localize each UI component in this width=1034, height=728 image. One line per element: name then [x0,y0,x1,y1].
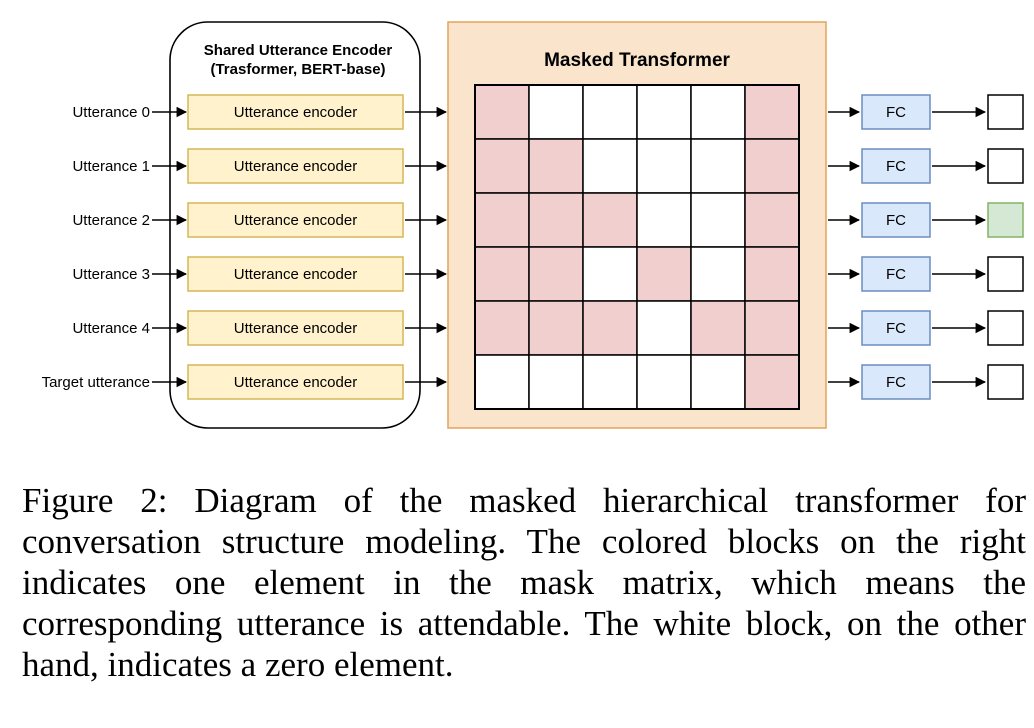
mask-cell-zero [582,84,638,140]
output-block-highlighted [987,202,1024,238]
diagram: Shared Utterance Encoder (Trasformer, BE… [42,21,1024,429]
mask-cell-attendable [474,300,530,356]
mask-cell-attendable [528,246,584,302]
utterance-encoder-label: Utterance encoder [234,104,357,121]
utterance-encoder-box [187,364,404,400]
utterance-encoder-box [187,202,404,238]
fc-box [861,94,931,130]
mask-cell-zero [582,246,638,302]
utterance-encoder-label: Utterance encoder [234,320,357,337]
mask-cell-zero [636,354,692,410]
input-label: Utterance 1 [72,158,150,175]
input-label: Utterance 4 [72,320,150,337]
fc-label: FC [886,212,906,229]
mask-matrix-border [474,84,800,410]
mask-cell-zero [690,138,746,194]
input-label: Utterance 2 [72,212,150,229]
mask-cell-attendable [744,354,800,410]
mask-cell-attendable [744,138,800,194]
fc-box [861,364,931,400]
fc-box [861,310,931,346]
mask-cell-attendable [474,138,530,194]
mask-cell-attendable [582,192,638,248]
output-block [987,148,1024,184]
output-block [987,94,1024,130]
mask-cell-attendable [744,246,800,302]
utterance-encoder-box [187,310,404,346]
shared-encoder-subtitle: (Trasformer, BERT-base) [210,61,385,78]
mask-cell-attendable [474,192,530,248]
mask-cell-zero [690,192,746,248]
mask-cell-zero [636,138,692,194]
mask-cell-zero [528,354,584,410]
mask-cell-zero [582,138,638,194]
utterance-encoder-label: Utterance encoder [234,266,357,283]
fc-box [861,148,931,184]
mask-cell-zero [690,354,746,410]
input-label: Utterance 3 [72,266,150,283]
mask-cell-attendable [744,84,800,140]
input-label: Target utterance [42,374,150,391]
mask-cell-attendable [636,246,692,302]
fc-label: FC [886,104,906,121]
mask-cell-attendable [744,192,800,248]
mask-cell-zero [582,354,638,410]
utterance-encoder-label: Utterance encoder [234,158,357,175]
mask-cell-attendable [528,138,584,194]
mask-cell-zero [528,84,584,140]
mask-cell-attendable [744,300,800,356]
fc-box [861,202,931,238]
mask-cell-attendable [528,300,584,356]
fc-label: FC [886,374,906,391]
utterance-encoder-box [187,148,404,184]
outputs-layer: FC FC FC FC FC FC [828,94,1024,400]
output-block [987,256,1024,292]
mask-matrix [474,84,800,410]
output-block [987,310,1024,346]
mask-cell-attendable [474,84,530,140]
figure-caption: Figure 2: Diagram of the masked hierarch… [22,481,1026,684]
mask-cell-attendable [582,300,638,356]
utterance-encoder-box [187,256,404,292]
mask-cell-attendable [528,192,584,248]
shared-encoder-title: Shared Utterance Encoder [204,42,393,59]
mask-cell-zero [474,354,530,410]
mask-cell-attendable [474,246,530,302]
mask-cell-zero [690,246,746,302]
mask-cell-zero [636,300,692,356]
utterance-encoder-label: Utterance encoder [234,212,357,229]
utterance-encoder-label: Utterance encoder [234,374,357,391]
utterance-encoder-box [187,94,404,130]
masked-transformer-title: Masked Transformer [544,50,730,71]
mask-cell-zero [636,192,692,248]
fc-label: FC [886,320,906,337]
mask-cell-zero [690,84,746,140]
mask-cell-attendable [690,300,746,356]
fc-box [861,256,931,292]
fc-label: FC [886,158,906,175]
input-label: Utterance 0 [72,104,150,121]
mask-cell-zero [636,84,692,140]
output-block [987,364,1024,400]
fc-label: FC [886,266,906,283]
